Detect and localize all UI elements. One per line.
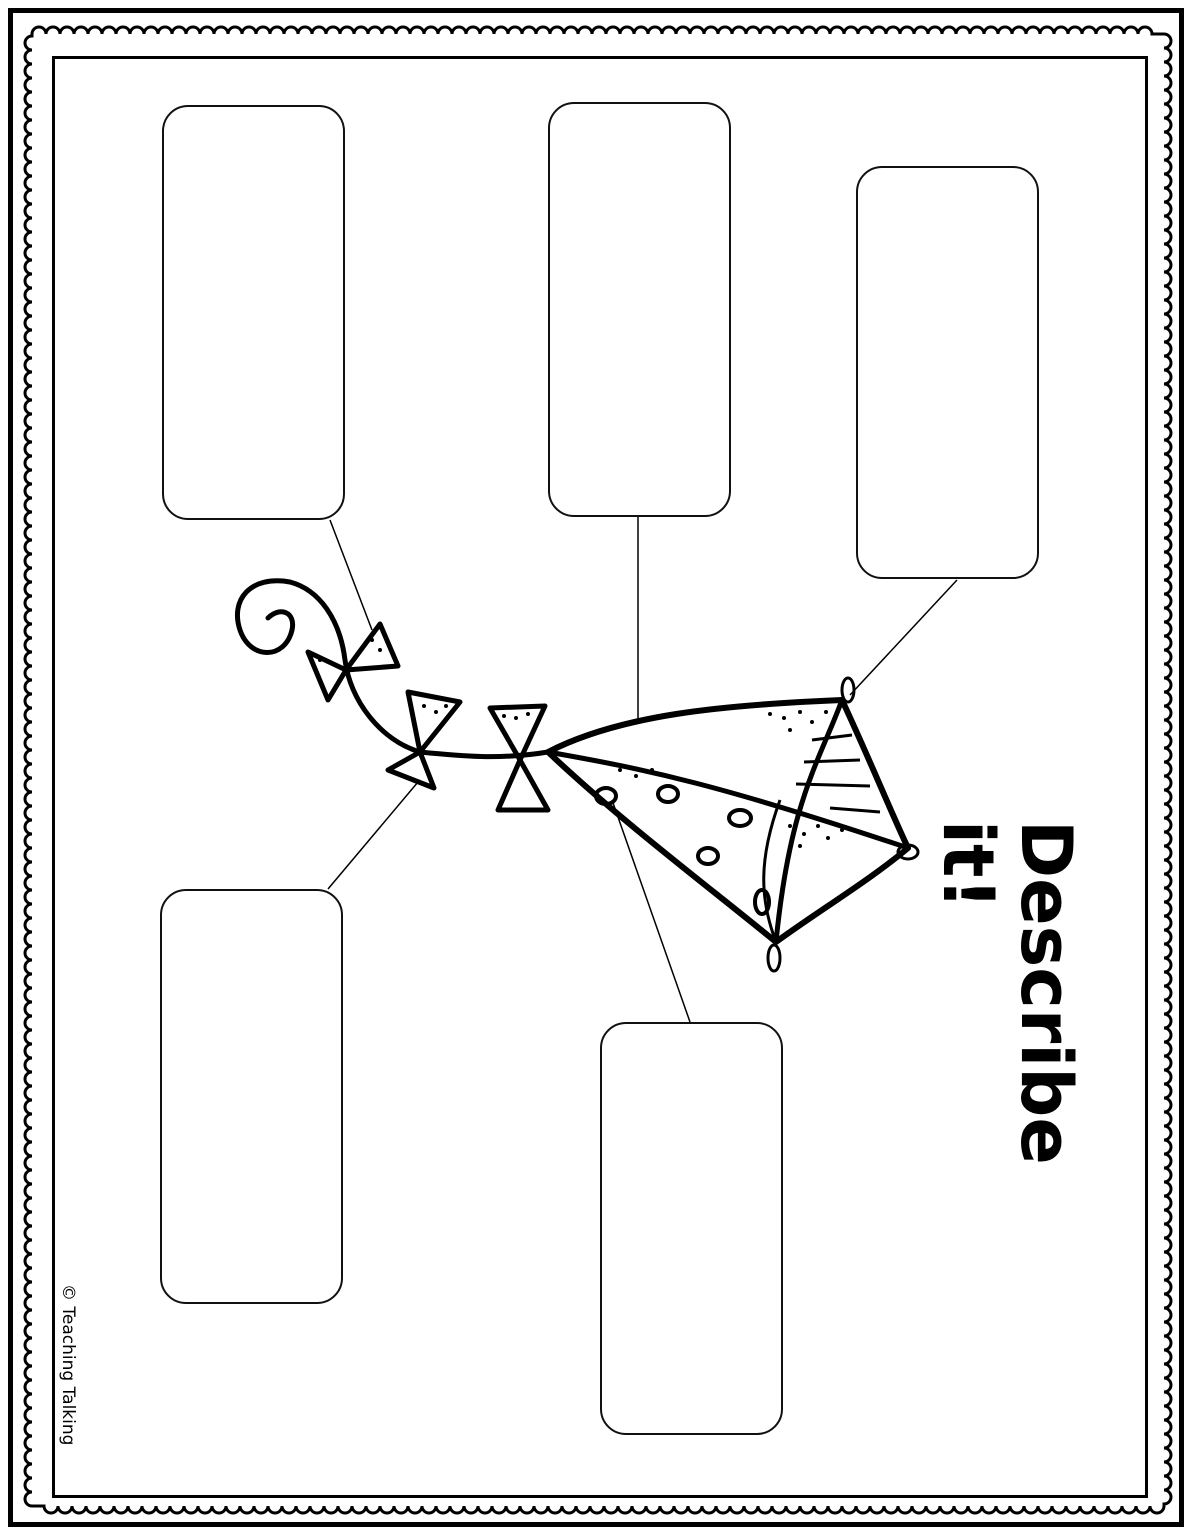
title-area: Describe it! — [860, 820, 1100, 1240]
title-line-2: it! — [929, 820, 1007, 1165]
connector-line — [328, 782, 418, 889]
connector-line — [612, 800, 690, 1022]
answer-box[interactable] — [162, 105, 345, 520]
answer-box[interactable] — [600, 1022, 783, 1435]
answer-box[interactable] — [856, 166, 1039, 579]
connector-line — [850, 580, 957, 695]
copyright-credit: © Teaching Talking — [58, 1284, 78, 1445]
answer-box[interactable] — [160, 889, 343, 1304]
connector-line — [330, 520, 372, 630]
title-line-1: Describe — [1007, 820, 1085, 1165]
worksheet-title: Describe it! — [929, 820, 1085, 1165]
answer-box[interactable] — [548, 102, 731, 517]
